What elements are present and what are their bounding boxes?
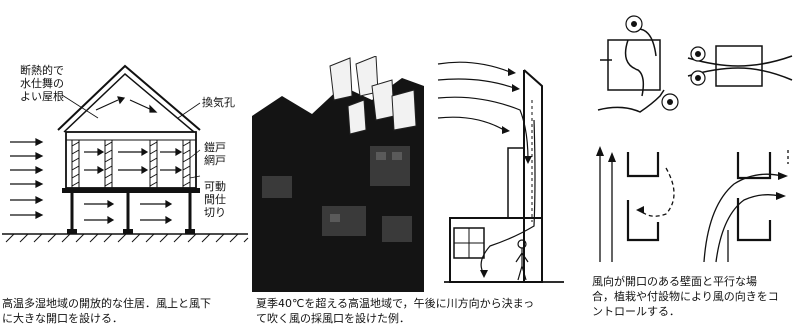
wind-control-diagram [596,15,793,263]
wind-control-caption: 風向が開口のある壁面と平行な場 合，植栽や付設物により風の向きをコ ントロールす… [592,275,779,318]
upper-room [507,147,525,219]
plan-a [597,28,665,113]
plan-c-arrowheads [596,146,644,214]
open-house-caption: 高温多湿地域の開放的な住居．風上と風下 に大きな開口を設ける． [2,297,211,325]
footings [67,229,195,234]
plan-d-flow [703,150,789,263]
open-house-panel: 断熱的で 水仕舞の よい屋根 換気孔 鎧戸 網戸 可動 間仕 切り 高温多湿地域… [0,0,250,331]
roof-inner [63,72,195,133]
vent-label: 換気孔 [202,96,235,109]
plan-c-flow [599,154,675,262]
wind-catcher-caption: 夏季40℃を超える高温地域で，午後に川方向から決まっ て吹く風の採風口を設けた例… [256,297,535,325]
stilts [70,193,192,232]
wind-flow-arrows [437,61,536,275]
wind-scoop-section-panel [424,0,592,331]
tower-back-wall [523,69,543,282]
wind-catcher-photo-image [252,56,424,292]
shutter-screen-label: 鎧戸 網戸 [204,141,226,167]
wind-arrowheads [480,68,532,278]
leader-lines [61,94,201,179]
person-figure [515,239,529,281]
movable-partition-label: 可動 間仕 切り [204,180,226,219]
wind-scoop-section-diagram [437,61,564,283]
plan-c [626,152,660,242]
wind-arrows [10,96,183,225]
open-house-diagram [2,64,249,243]
tree-symbols-a [625,15,679,111]
plan-b [687,45,793,87]
wind-catcher-photo-panel: 夏季40℃を超える高温地域で，午後に川方向から決まっ て吹く風の採風口を設けた例… [252,0,534,331]
wind-control-panel: 風向が開口のある壁面と平行な場 合，植栽や付設物により風の向きをコ ントロールす… [592,0,798,331]
ground-hatch [5,233,249,243]
raised-floor [62,188,200,193]
plan-d-arrowheads [776,172,788,200]
plan-d [736,152,772,242]
shutter-columns [71,139,191,189]
wind-catcher-photo [252,56,424,292]
roof-label: 断熱的で 水仕舞の よい屋根 [20,64,64,103]
roof-outline [57,64,201,131]
tree-symbols-b [690,46,706,86]
